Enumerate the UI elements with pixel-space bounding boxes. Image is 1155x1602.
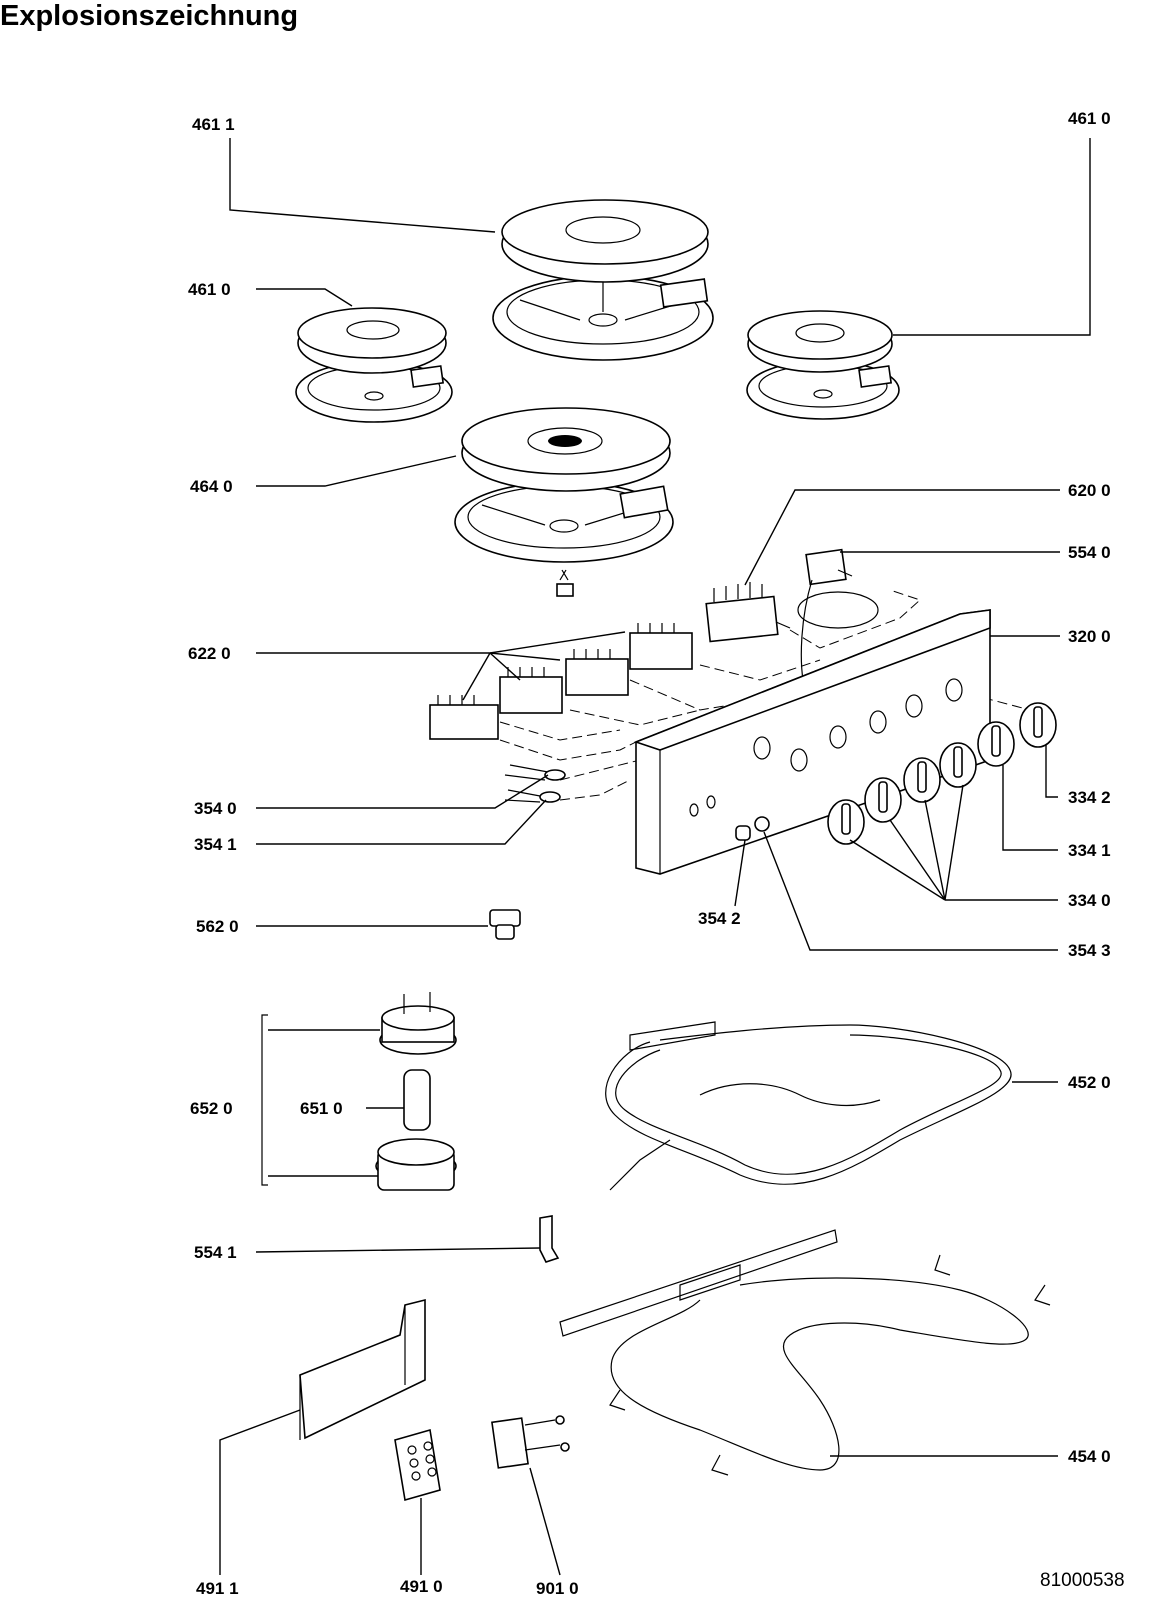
callout-labels: 461 1 461 0 461 0 464 0 620 0 554 0 320 …: [188, 109, 1111, 1598]
callout-4640: 464 0: [190, 477, 233, 496]
callout-5540: 554 0: [1068, 543, 1111, 562]
callout-4610-topright: 461 0: [1068, 109, 1111, 128]
callout-4540: 454 0: [1068, 1447, 1111, 1466]
page-title: Explosionszeichnung: [0, 0, 299, 32]
hotplate-small-right: [746, 310, 900, 420]
callout-3542: 354 2: [698, 909, 741, 928]
callout-4910: 491 0: [400, 1577, 443, 1596]
callout-6520: 652 0: [190, 1099, 233, 1118]
door-hinge: [491, 1415, 570, 1469]
callout-9010: 901 0: [536, 1579, 579, 1598]
terminal-block: [394, 1428, 441, 1502]
leader-lines: [219, 138, 1091, 1576]
callout-3342: 334 2: [1068, 788, 1111, 807]
selector-switch: [705, 582, 791, 643]
callout-4610-left: 461 0: [188, 280, 231, 299]
control-knobs: [827, 702, 1057, 845]
callout-6220: 622 0: [188, 644, 231, 663]
callout-4911: 491 1: [196, 1579, 239, 1598]
oven-lamp-assembly: [261, 992, 457, 1191]
bracket: [539, 1215, 560, 1263]
document-number: 81000538: [1040, 1570, 1125, 1591]
indicator-lamps: [504, 764, 770, 841]
hotplate-large-front: [454, 407, 674, 597]
thermostat: [797, 548, 879, 681]
hotplate-small-left: [295, 307, 453, 423]
callout-3541: 354 1: [194, 835, 237, 854]
bottom-heating-element: [559, 1229, 1051, 1476]
callout-5541: 554 1: [194, 1243, 237, 1262]
hotplate-large-back: [492, 199, 714, 361]
energy-regulators: [429, 623, 693, 740]
thermal-cutout: [489, 909, 521, 940]
callout-3341: 334 1: [1068, 841, 1111, 860]
callout-6510: 651 0: [300, 1099, 343, 1118]
callout-3200: 320 0: [1068, 627, 1111, 646]
mounting-bracket: [299, 1298, 426, 1440]
callout-5620: 562 0: [196, 917, 239, 936]
callout-3540: 354 0: [194, 799, 237, 818]
callout-6200: 620 0: [1068, 481, 1111, 500]
top-heating-element: [605, 1021, 1012, 1191]
callout-4611-top: 461 1: [192, 115, 235, 134]
callout-3340: 334 0: [1068, 891, 1111, 910]
callout-4520: 452 0: [1068, 1073, 1111, 1092]
callout-3543: 354 3: [1068, 941, 1111, 960]
